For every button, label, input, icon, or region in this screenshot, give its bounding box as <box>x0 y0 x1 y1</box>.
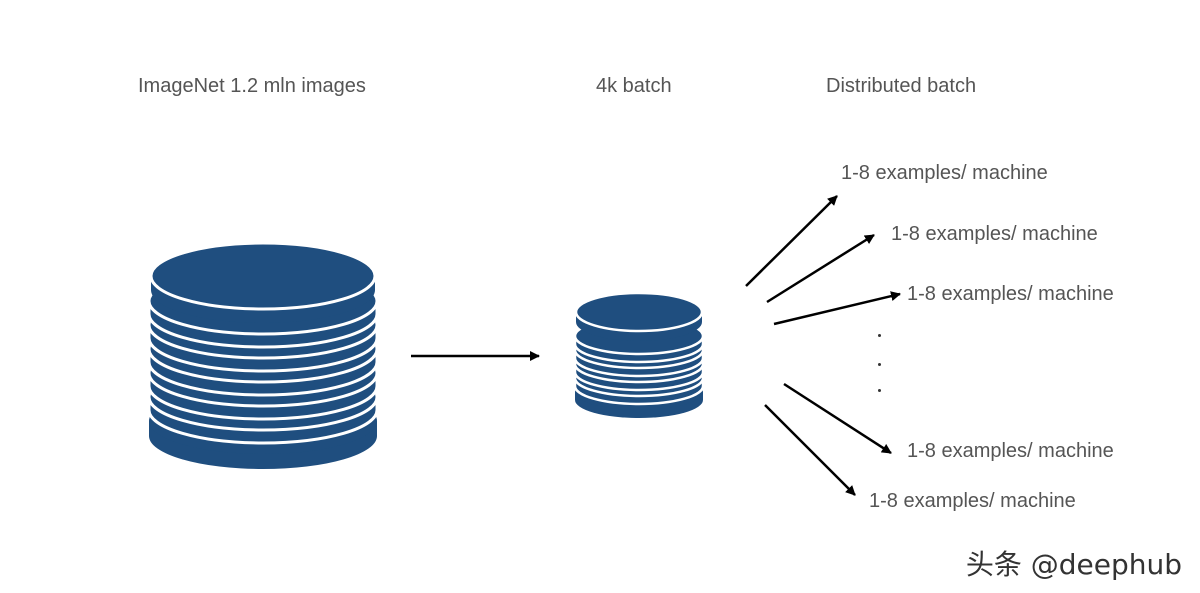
fanout-arrow <box>745 195 838 287</box>
machine-label: 1-8 examples/ machine <box>891 223 1098 245</box>
distributed-title: Distributed batch <box>826 75 977 97</box>
machine-label: 1-8 examples/ machine <box>869 490 1076 512</box>
ellipsis-dot <box>878 334 881 337</box>
ellipsis-dot <box>878 363 881 366</box>
dataset-title: ImageNet 1.2 mln images <box>138 75 366 97</box>
dataset-db-top <box>149 241 377 323</box>
batch-database-icon <box>573 291 705 418</box>
machine-label: 1-8 examples/ machine <box>907 440 1114 462</box>
fanout-arrow <box>764 404 856 496</box>
batch-db-top <box>574 291 704 341</box>
machine-label: 1-8 examples/ machine <box>841 162 1048 184</box>
fanout-arrow <box>766 233 875 304</box>
fanout-arrow <box>783 382 892 455</box>
fanout-arrow <box>773 291 901 326</box>
watermark: 头条 @deephub <box>965 548 1182 581</box>
ellipsis-dot <box>878 389 881 392</box>
dataset-database-icon <box>147 241 379 469</box>
machine-label: 1-8 examples/ machine <box>907 283 1114 305</box>
batch-title: 4k batch <box>596 75 672 97</box>
